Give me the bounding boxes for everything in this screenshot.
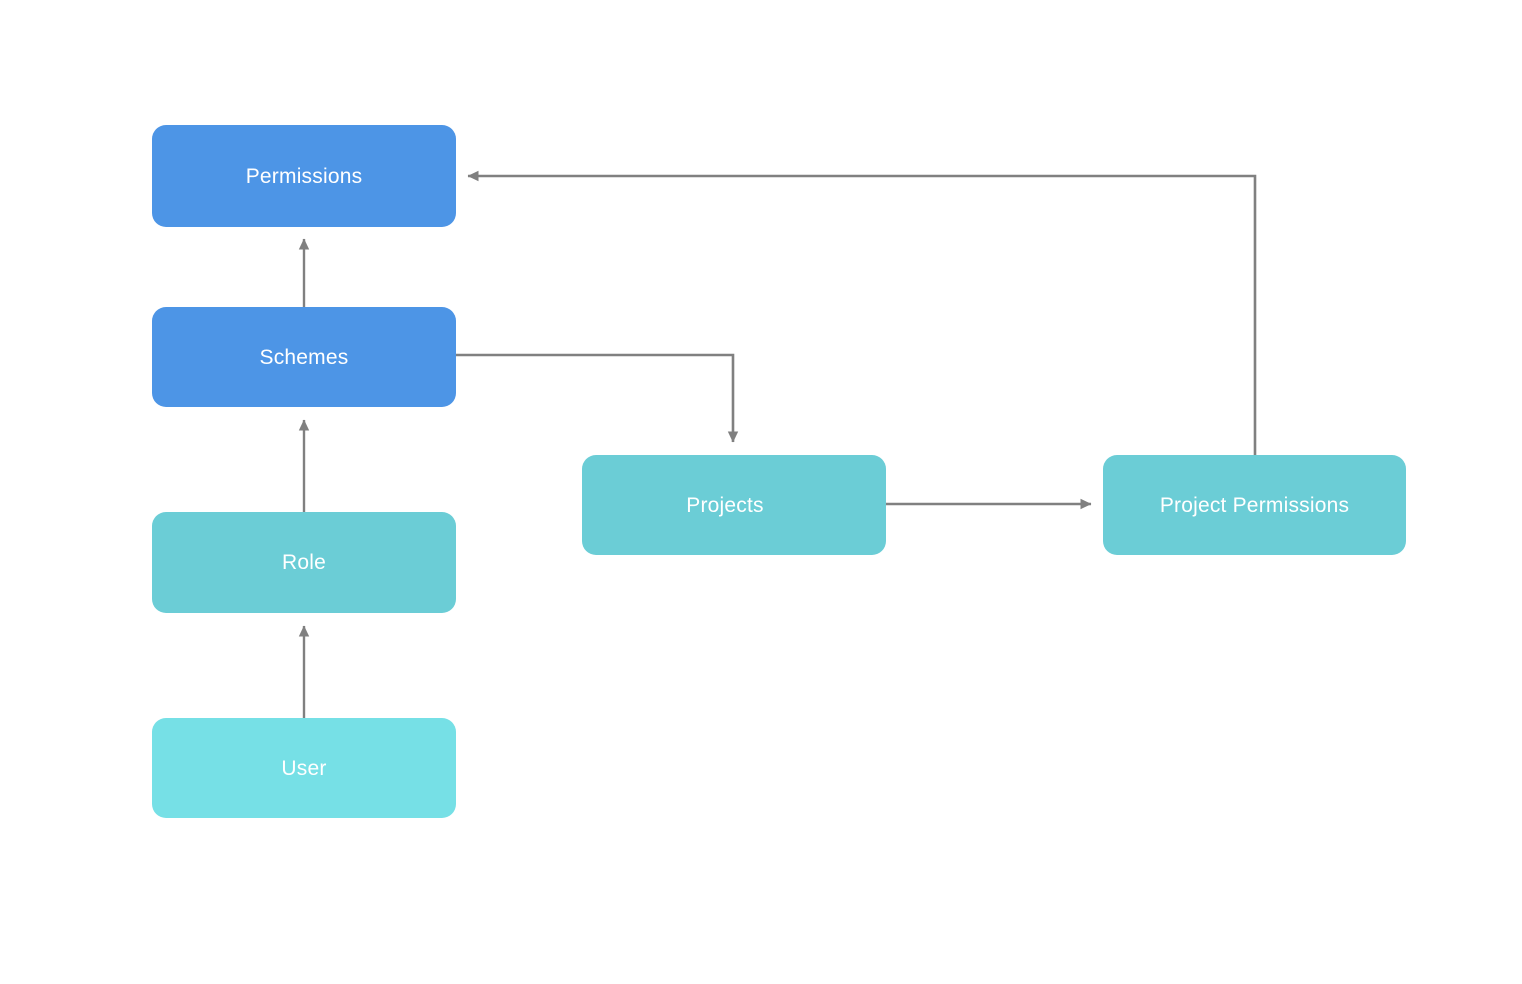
node-schemes[interactable]: Schemes [152,307,456,407]
node-permissions[interactable]: Permissions [152,125,456,227]
node-schemes-label: Schemes [259,345,349,369]
edge-schemes-to-projects [456,353,739,443]
node-role-label: Role [282,551,326,574]
node-project-permissions-label: Project Permissions [1159,493,1350,517]
node-project-permissions[interactable]: Project Permissions [1103,455,1406,555]
node-permissions-label: Permissions [245,164,363,188]
edge-project-permissions-to-permissions [467,170,1257,455]
node-projects-label: Projects [686,493,764,517]
node-projects[interactable]: Projects [582,455,886,555]
node-role[interactable]: Role [152,512,456,613]
node-user[interactable]: User [152,718,456,818]
node-user-label: User [281,756,327,780]
